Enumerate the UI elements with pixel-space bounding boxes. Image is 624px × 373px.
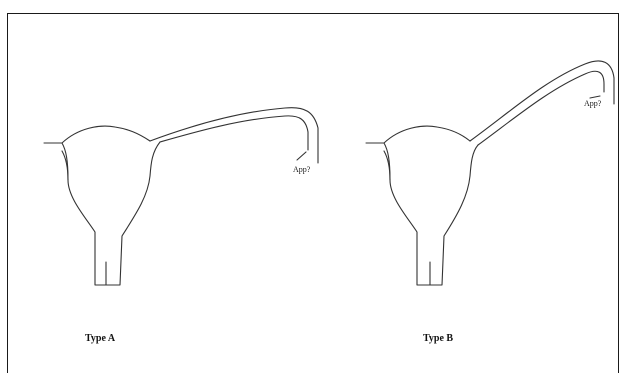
uterus-b-body-inner xyxy=(384,151,390,180)
callout-label-type-a: App? xyxy=(293,165,311,174)
uterus-type-b xyxy=(366,61,614,285)
uterus-type-a xyxy=(44,108,318,285)
caption-type-a: Type A xyxy=(85,333,116,344)
uterus-a-tube xyxy=(150,108,318,163)
uterus-diagram-figure: App? App? Type A Type B xyxy=(0,0,624,365)
callout-label-type-b: App? xyxy=(584,99,602,108)
uterus-b-body-outer xyxy=(384,126,478,285)
caption-type-b: Type B xyxy=(423,333,453,344)
uterus-a-body-outer xyxy=(62,126,160,285)
uterus-a-body-inner xyxy=(62,151,68,180)
